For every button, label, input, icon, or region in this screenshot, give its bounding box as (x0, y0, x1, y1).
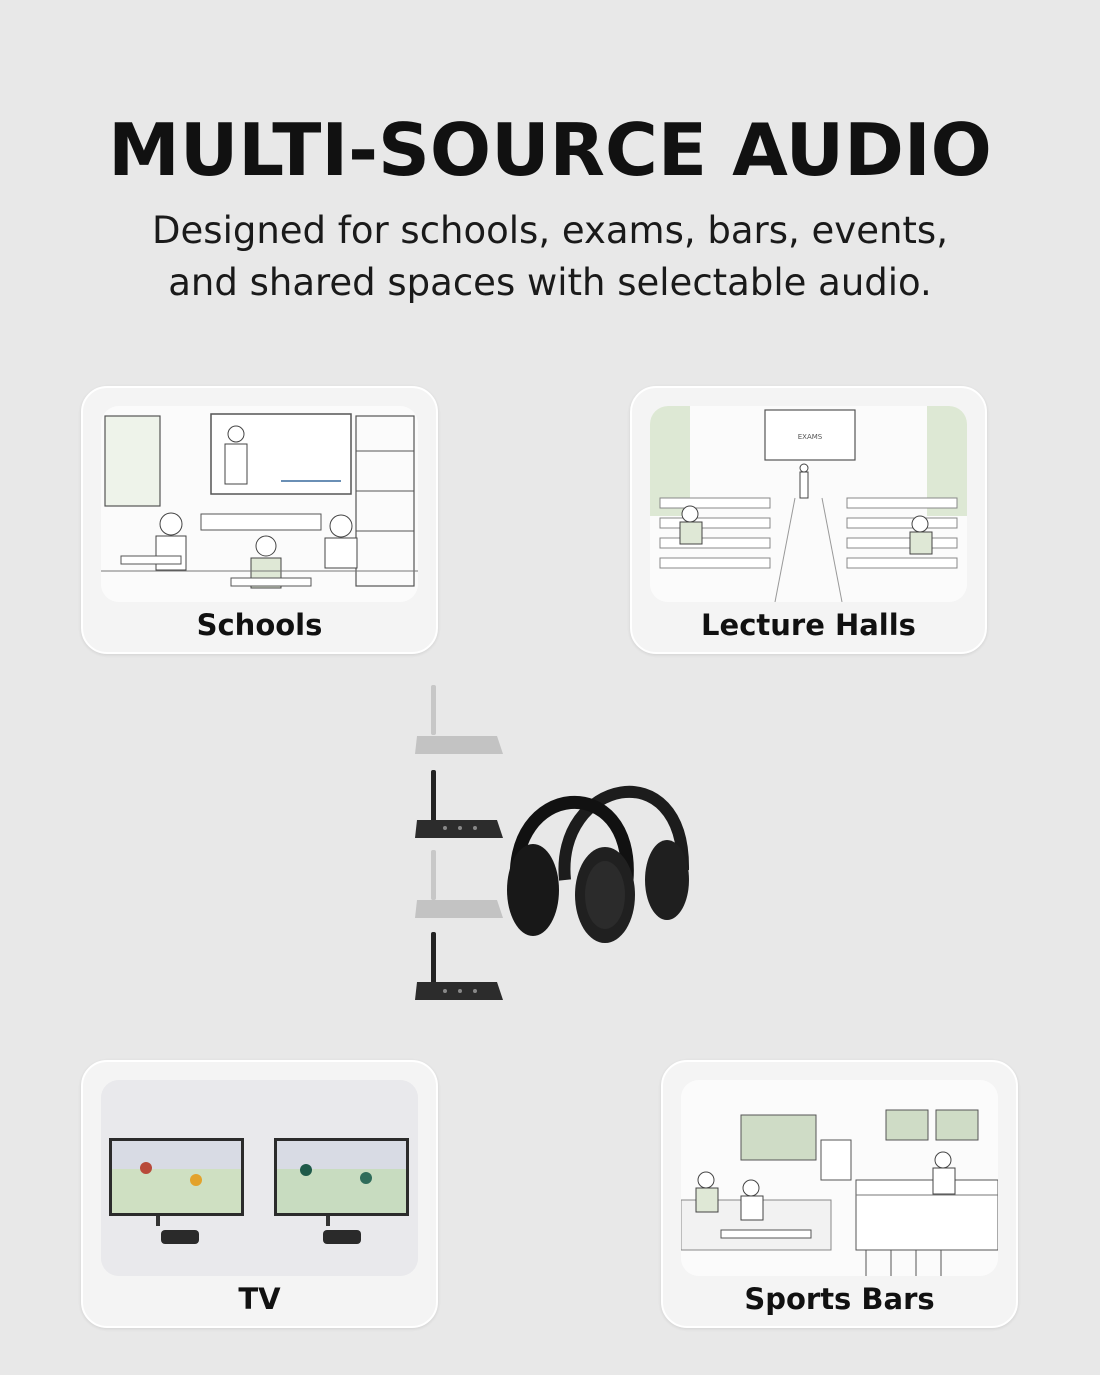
card-label-schools: Schools (196, 608, 323, 642)
subtitle-line-2: and shared spaces with selectable audio. (168, 261, 932, 304)
transmitter-dark-1 (415, 770, 503, 838)
transmitters-and-headphones (405, 680, 705, 1010)
card-schools: Schools (81, 386, 438, 654)
classroom-sketch (101, 406, 418, 602)
headphones-rear (558, 785, 690, 920)
transmitter-dark-2 (415, 932, 503, 1000)
card-lecture-halls: EXAMS Lecture Halls (630, 386, 987, 654)
headphones-front (507, 795, 635, 943)
lecture-halls-illustration: EXAMS (650, 406, 967, 602)
card-tv: TV (81, 1060, 438, 1328)
card-label-tv: TV (238, 1282, 281, 1316)
transmitter-faded-2 (415, 850, 503, 918)
card-sports-bars: Sports Bars (661, 1060, 1018, 1328)
subtitle-line-1: Designed for schools, exams, bars, event… (152, 209, 948, 252)
card-label-lecture-halls: Lecture Halls (701, 608, 916, 642)
sports-bars-illustration (681, 1080, 998, 1276)
lecture-hall-sketch: EXAMS (650, 406, 967, 602)
page-subtitle: Designed for schools, exams, bars, event… (0, 205, 1100, 309)
tv-scene (101, 1080, 418, 1276)
transmitter-faded-1 (415, 685, 503, 754)
schools-illustration (101, 406, 418, 602)
page-title: MULTI-SOURCE AUDIO (108, 108, 992, 192)
sports-bar-sketch (681, 1080, 998, 1276)
device-illustration (415, 685, 690, 1000)
card-label-sports-bars: Sports Bars (744, 1282, 935, 1316)
exams-screen-text: EXAMS (798, 433, 823, 441)
tv-illustration (101, 1080, 418, 1276)
